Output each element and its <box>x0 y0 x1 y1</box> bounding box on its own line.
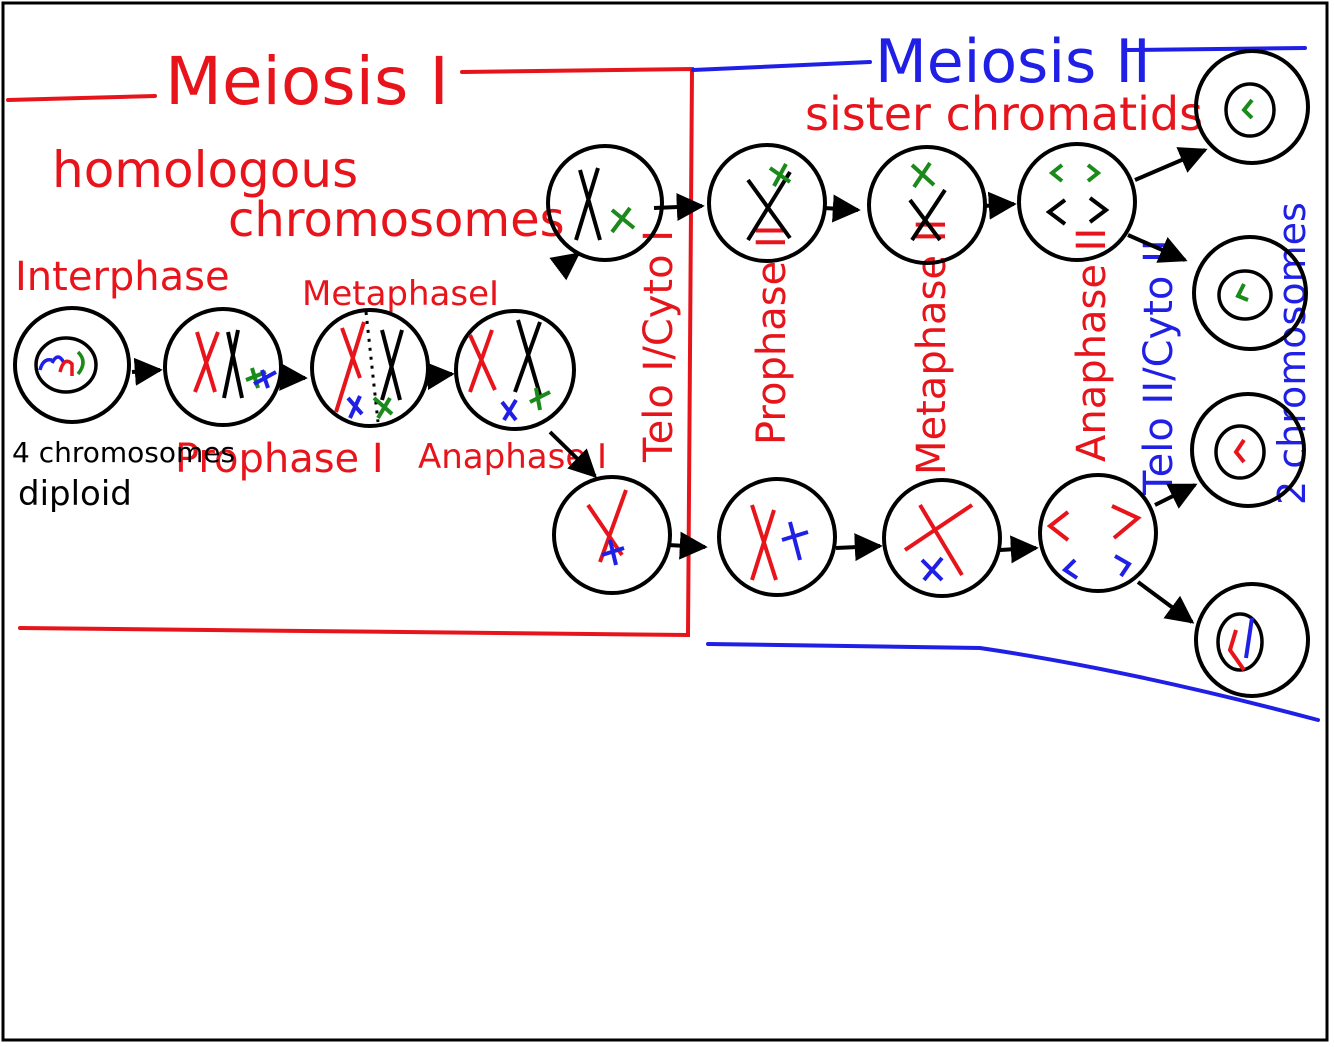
meiosis1-subtitle-line2: chromosomes <box>228 192 565 248</box>
cell-final-1 <box>1194 49 1310 165</box>
label-anaphase2: Anaphase II <box>1069 228 1115 462</box>
cell-anaphase1 <box>454 309 576 431</box>
cell-prophase2-top <box>707 143 827 263</box>
cell-anaphase2-bottom <box>1038 473 1158 593</box>
cell-prophase2-bottom <box>717 477 837 597</box>
cell-telo1-bottom <box>552 475 672 595</box>
cell-final-2 <box>1192 235 1308 351</box>
label-prophase1: Prophase I <box>175 436 384 482</box>
label-diploid: diploid <box>18 474 132 514</box>
label-metaphase1: MetaphaseI <box>302 274 499 314</box>
cell-telo1-top <box>546 144 664 262</box>
cell-anaphase2-top <box>1017 142 1137 262</box>
label-chromosomes-count: 4 chromosomes <box>12 436 235 469</box>
label-result-chromosomes: 2 chromosomes <box>1270 202 1314 505</box>
cell-metaphase1 <box>310 308 430 428</box>
meiosis2-subtitle: sister chromatids <box>805 87 1203 141</box>
cell-final-3 <box>1190 392 1306 508</box>
meiosis1-subtitle-line1: homologous <box>52 141 358 199</box>
process-arrows <box>131 147 1208 624</box>
label-anaphase1: Anaphase I <box>418 437 607 477</box>
label-interphase: Interphase <box>15 254 230 300</box>
cell-metaphase2-bottom <box>882 478 1002 598</box>
meiosis1-title: Meiosis I <box>165 43 449 120</box>
label-telo1: Telo I/Cyto I <box>636 230 682 463</box>
meiosis2-title: Meiosis II <box>875 27 1151 97</box>
cell-prophase1 <box>163 307 283 427</box>
cell-final-4 <box>1194 582 1310 698</box>
cell-interphase <box>13 306 131 424</box>
label-telo2: Telo II/Cyto II <box>1136 239 1182 496</box>
meiosis1-frame <box>6 66 695 638</box>
meiosis2-frame <box>691 46 1320 722</box>
